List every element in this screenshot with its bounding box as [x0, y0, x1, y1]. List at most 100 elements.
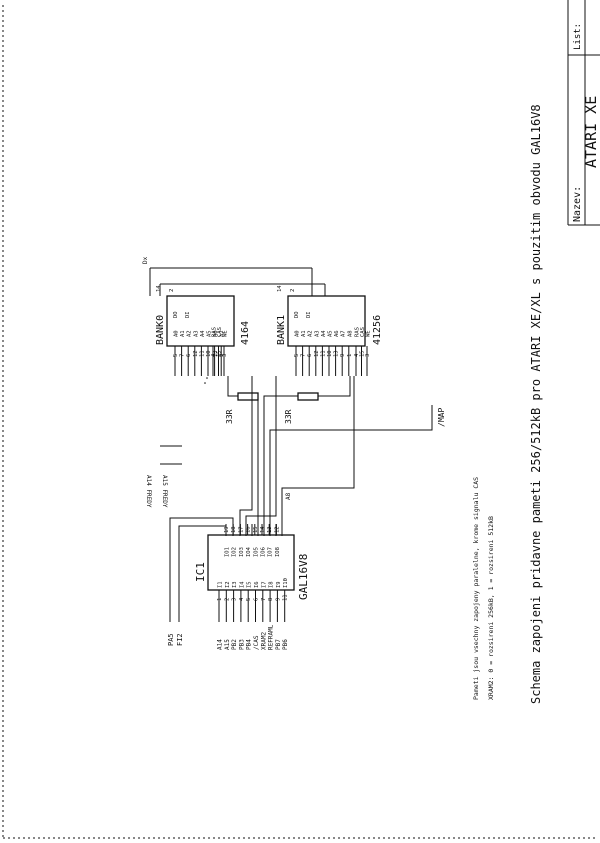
- gal-pin-number: 4: [239, 597, 245, 601]
- gal-io-name: IO3: [239, 547, 245, 557]
- gal-pin-signal: /CAS: [253, 635, 260, 650]
- bank0-part: 4164: [240, 321, 251, 345]
- gal-pin-number: 6: [254, 598, 260, 601]
- resistor-r1-value: 33R: [225, 409, 234, 424]
- title-block-name-value: ATARI XE: [582, 96, 600, 168]
- gal-pin-signal: PB3: [238, 639, 245, 650]
- bank-ctrl-name: RAS: [355, 327, 361, 337]
- gal-pin-name: I4: [239, 581, 245, 588]
- gal-io-name: IO2: [232, 547, 238, 557]
- bank-ctrl-name: RAS: [212, 327, 218, 337]
- gal-pin-name: I6: [254, 581, 260, 588]
- bank-addr-number: 13: [213, 350, 219, 357]
- bank-addr-number: 10: [327, 350, 333, 357]
- gal-pin-signal: A15: [224, 639, 231, 650]
- bank-addr-number: 11: [320, 350, 326, 357]
- net-a14-freeze: A14 FREDY: [145, 475, 152, 508]
- bank-ctrl-number: 3: [222, 354, 228, 357]
- bank-addr-name: A7: [220, 330, 226, 337]
- gal-pin-name: I10: [283, 578, 289, 588]
- bank-addr-name: A8: [347, 330, 353, 337]
- bank-din-name: DI: [185, 311, 191, 318]
- gal-ref: IC1: [194, 562, 207, 582]
- bank-addr-name: A6: [334, 330, 340, 337]
- gal16v8-ic1: IC1 GAL16V8 1I1A142I2A153I3PB24I4PB35I5P…: [194, 524, 310, 650]
- bank-addr-number: 11: [199, 350, 205, 357]
- bank-addr-number: 12: [314, 350, 320, 357]
- bank-addr-number: 9: [340, 354, 346, 357]
- bank-ctrl-name: WE: [223, 330, 229, 337]
- gal-pin-name: I3: [232, 581, 238, 588]
- gal-pin-name: I8: [269, 581, 275, 588]
- bank-addr-name: A3: [193, 330, 199, 337]
- title-block: Nazev: ATARI XE List:: [572, 23, 600, 222]
- gal-pin-number: 8: [268, 598, 274, 601]
- gal16v8-body: [207, 534, 295, 591]
- gal-io-name: IO1: [225, 547, 231, 557]
- bank-addr-number: 6: [307, 354, 313, 357]
- bank1-body: [287, 295, 366, 347]
- bank-addr-name: A2: [308, 330, 314, 337]
- bank-addr-name: A1: [180, 330, 186, 337]
- bank-addr-number: 10: [206, 350, 212, 357]
- note-xram2: XRAM2: 0 = rozsireni 256kB, 1 = rozsiren…: [487, 516, 495, 700]
- stray-marks: [204, 377, 208, 384]
- gal-io-name: IO5: [253, 547, 259, 557]
- bank0-body: [166, 295, 235, 347]
- bank-addr-number: 7: [301, 354, 307, 357]
- gal-io-number: 16: [246, 526, 252, 533]
- resistor-r2: [297, 392, 319, 401]
- bank-din-number: 2: [290, 289, 296, 292]
- gal-pin-number: 9: [275, 598, 281, 601]
- bank-ctrl-number: 3: [365, 354, 371, 357]
- gal-pin-name: I1: [218, 581, 224, 588]
- gal-pin-name: I9: [276, 581, 282, 588]
- bank-addr-name: A1: [301, 330, 307, 337]
- gal-pin-signal: XRAM2: [260, 632, 267, 650]
- bank1-41256: BANK1 41256 5A07A16A212A311A410A513A69A7…: [276, 285, 383, 376]
- bank-addr-name: A3: [314, 330, 320, 337]
- bank0-ref: BANK0: [155, 315, 166, 345]
- output-pa5: PA5: [167, 633, 175, 646]
- gal-pin-name: I5: [247, 581, 253, 588]
- bank-ctrl-number: 4: [354, 353, 360, 357]
- net-map: /MAP: [437, 408, 446, 427]
- net-a8: A8: [285, 492, 292, 500]
- gal-pin-name: I7: [261, 581, 267, 588]
- cas-resistor-network: 33R 33R A8 /MAP A14 FREDY A15 FREDY: [145, 376, 446, 536]
- bank-addr-name: A2: [187, 330, 193, 337]
- gal-io-name: IO4: [246, 546, 252, 557]
- gal-io-number: 17: [238, 526, 244, 533]
- gal-pin-number: 11: [283, 594, 289, 601]
- gal-io-name: IO8: [275, 547, 281, 557]
- bank-dout-name: DO: [173, 311, 179, 318]
- bank-din-name: DI: [306, 311, 312, 318]
- bank-ctrl-name: CAS: [217, 327, 223, 337]
- resistor-r2-value: 33R: [284, 409, 293, 424]
- bank-din-number: 2: [169, 289, 175, 292]
- bank-dout-number: 14: [277, 285, 283, 292]
- gal-part: GAL16V8: [297, 554, 310, 600]
- bank0-4164: BANK0 4164 5A07A16A212A311A410A513A69A74…: [155, 285, 251, 376]
- gal-pin-number: 3: [232, 598, 238, 601]
- gal-pin-number: 5: [246, 598, 252, 601]
- bank-addr-name: A5: [328, 330, 334, 337]
- gal-pin-signal: PB7: [275, 639, 282, 650]
- bank-addr-number: 9: [219, 354, 225, 357]
- gal-io-name: IO7: [268, 547, 274, 557]
- gal-pin-number: 1: [217, 598, 223, 601]
- bank-dout-number: 14: [156, 285, 162, 292]
- dx-data-net: Dx: [142, 256, 326, 296]
- bank-addr-name: A0: [174, 330, 180, 337]
- bank-ctrl-number: 15: [217, 350, 223, 357]
- bank-addr-name: A4: [200, 330, 206, 337]
- gal-output-wires: PA5 FI2: [167, 517, 234, 646]
- gal-io-number: 15: [253, 526, 259, 533]
- title-block-sheet-label: List:: [573, 23, 583, 50]
- bank1-ref: BANK1: [276, 315, 287, 345]
- main-title: Schema zapojeni pridavne pameti 256/512k…: [529, 104, 543, 704]
- gal-pin-number: 7: [261, 598, 267, 601]
- gal-io-number: 12: [274, 526, 280, 533]
- bank1-pins: 5A07A16A212A311A410A513A69A71A84RAS15CAS…: [277, 285, 372, 376]
